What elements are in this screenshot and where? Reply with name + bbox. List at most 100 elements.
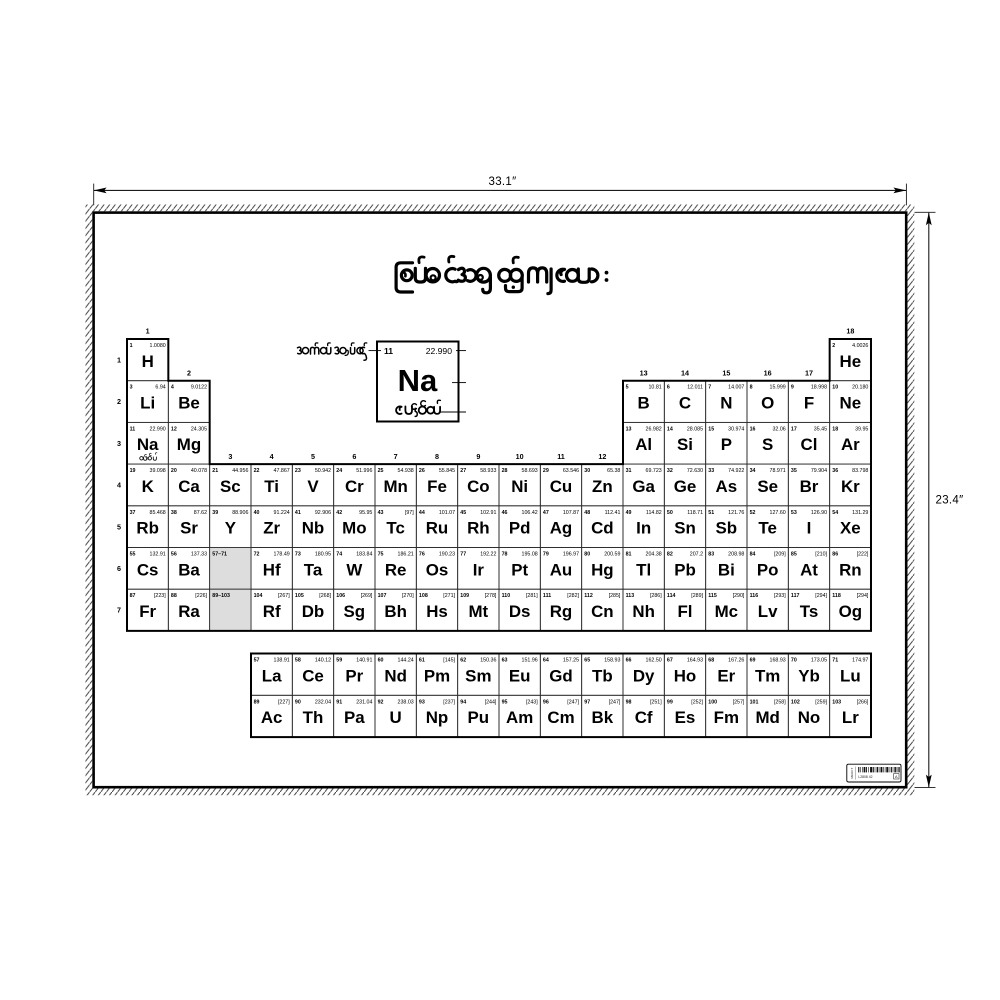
svg-text:66: 66 <box>626 658 632 664</box>
svg-text:72.630: 72.630 <box>687 468 703 474</box>
svg-text:[258]: [258] <box>774 699 786 705</box>
svg-text:180.95: 180.95 <box>315 552 331 558</box>
svg-text:Xe: Xe <box>840 519 861 538</box>
svg-text:Be: Be <box>178 394 200 413</box>
svg-text:60: 60 <box>378 658 384 664</box>
svg-text:[97]: [97] <box>405 510 414 516</box>
svg-text:61: 61 <box>419 658 425 664</box>
svg-text:26.982: 26.982 <box>646 426 662 432</box>
svg-text:Lu: Lu <box>840 666 861 685</box>
svg-text:85.468: 85.468 <box>150 510 166 516</box>
svg-text:47.867: 47.867 <box>274 468 290 474</box>
svg-text:45: 45 <box>460 510 466 516</box>
svg-text:[243]: [243] <box>526 699 538 705</box>
svg-text:As: As <box>716 477 738 496</box>
svg-text:63: 63 <box>502 658 508 664</box>
svg-text:39.95: 39.95 <box>855 426 868 432</box>
svg-text:10.81: 10.81 <box>648 385 661 391</box>
svg-text:[259]: [259] <box>815 699 827 705</box>
svg-text:Fm: Fm <box>714 708 739 727</box>
svg-text:231.04: 231.04 <box>356 699 372 705</box>
svg-text:Ni: Ni <box>511 477 528 496</box>
svg-text:97: 97 <box>584 699 590 705</box>
svg-text:Es: Es <box>675 708 696 727</box>
svg-text:Cr: Cr <box>345 477 364 496</box>
svg-text:Si: Si <box>677 435 693 454</box>
svg-text:85: 85 <box>791 552 797 558</box>
svg-text:195.08: 195.08 <box>522 552 538 558</box>
svg-text:Re: Re <box>385 560 407 579</box>
svg-text:[289]: [289] <box>691 593 703 599</box>
svg-text:Mc: Mc <box>715 602 738 621</box>
svg-text:32.06: 32.06 <box>772 426 785 432</box>
svg-text:Ga: Ga <box>632 477 655 496</box>
svg-text:Te: Te <box>758 519 776 538</box>
svg-text:Sb: Sb <box>716 519 738 538</box>
svg-text:104: 104 <box>254 593 263 599</box>
svg-text:Ar: Ar <box>841 435 860 454</box>
svg-text:Ti: Ti <box>264 477 279 496</box>
svg-text:No: No <box>798 708 821 727</box>
svg-text:65: 65 <box>584 658 590 664</box>
svg-text:94: 94 <box>460 699 466 705</box>
svg-text:93: 93 <box>419 699 425 705</box>
svg-text:6: 6 <box>117 564 121 573</box>
svg-text:Au: Au <box>550 560 573 579</box>
svg-text:Co: Co <box>467 477 490 496</box>
svg-text:108: 108 <box>419 593 428 599</box>
svg-text:Nd: Nd <box>384 666 407 685</box>
svg-text:20: 20 <box>171 468 177 474</box>
svg-text:[269]: [269] <box>361 593 373 599</box>
svg-text:[210]: [210] <box>815 552 827 558</box>
svg-text:88: 88 <box>171 593 177 599</box>
svg-text:5: 5 <box>626 385 629 391</box>
svg-text:92: 92 <box>378 699 384 705</box>
svg-text:4: 4 <box>171 385 174 391</box>
svg-text:He: He <box>840 352 862 371</box>
svg-text:Ts: Ts <box>800 602 818 621</box>
svg-text:Hg: Hg <box>591 560 614 579</box>
svg-text:1: 1 <box>117 355 121 364</box>
svg-text:In: In <box>636 519 651 538</box>
svg-text:121.76: 121.76 <box>728 510 744 516</box>
svg-text:[293]: [293] <box>774 593 786 599</box>
svg-text:23: 23 <box>295 468 301 474</box>
svg-text:7: 7 <box>117 606 121 615</box>
svg-text:107.87: 107.87 <box>563 510 579 516</box>
svg-text:Rg: Rg <box>550 602 573 621</box>
svg-text:59: 59 <box>336 658 342 664</box>
svg-text:Fr: Fr <box>139 602 156 621</box>
svg-text:78.971: 78.971 <box>770 468 786 474</box>
svg-text:Gd: Gd <box>549 666 572 685</box>
svg-text:[222]: [222] <box>857 552 869 558</box>
svg-text:12: 12 <box>598 452 606 461</box>
svg-text:17: 17 <box>791 426 797 432</box>
svg-text:Tl: Tl <box>636 560 651 579</box>
svg-text:75: 75 <box>378 552 384 558</box>
svg-text:Mn: Mn <box>383 477 407 496</box>
svg-text:82: 82 <box>667 552 673 558</box>
svg-text:42: 42 <box>336 510 342 516</box>
svg-text:Po: Po <box>757 560 779 579</box>
svg-text:Li: Li <box>140 394 155 413</box>
svg-text:43: 43 <box>378 510 384 516</box>
svg-text:Al: Al <box>635 435 652 454</box>
svg-text:Os: Os <box>426 560 449 579</box>
svg-text:106: 106 <box>336 593 345 599</box>
svg-text:Th: Th <box>303 708 324 727</box>
svg-text:8: 8 <box>750 385 753 391</box>
svg-text:68: 68 <box>708 658 714 664</box>
svg-text:16: 16 <box>750 426 756 432</box>
svg-text:Ne: Ne <box>840 394 862 413</box>
svg-text:Pu: Pu <box>468 708 490 727</box>
svg-text:Sn: Sn <box>674 519 696 538</box>
svg-text:140.12: 140.12 <box>315 658 331 664</box>
svg-text:Pt: Pt <box>511 560 528 579</box>
svg-text:[271]: [271] <box>443 593 455 599</box>
svg-text:11: 11 <box>384 346 393 356</box>
svg-text:Se: Se <box>757 477 778 496</box>
svg-text:98: 98 <box>626 699 632 705</box>
svg-text:81: 81 <box>626 552 632 558</box>
svg-text:78: 78 <box>502 552 508 558</box>
svg-text:57–71: 57–71 <box>212 552 227 558</box>
